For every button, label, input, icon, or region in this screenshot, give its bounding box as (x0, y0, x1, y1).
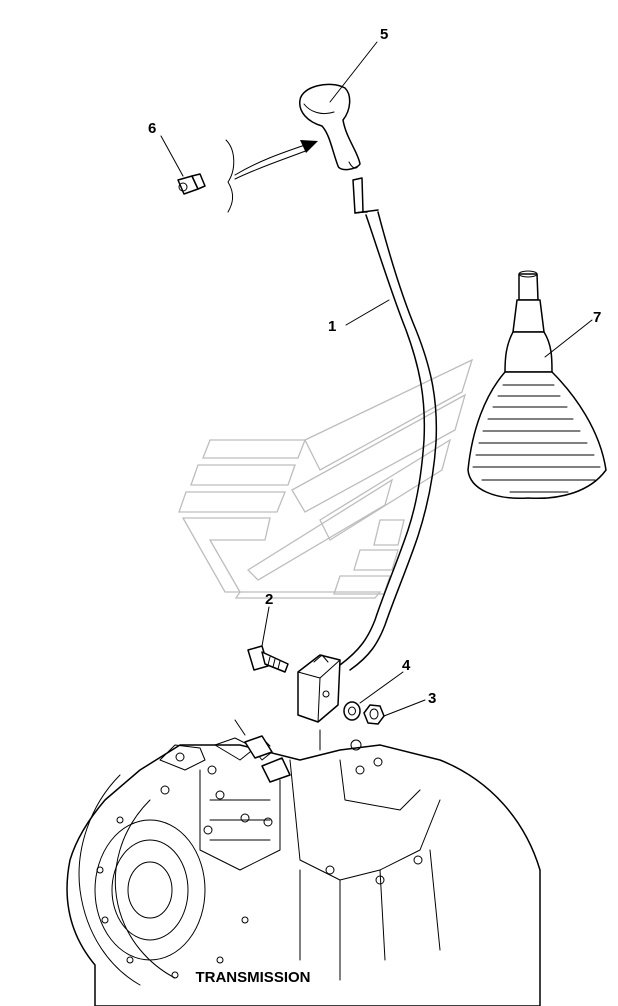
leader-lines (160, 41, 593, 717)
lever-bracket (297, 654, 341, 723)
part-4-washer (343, 701, 361, 721)
part-6-bulb (177, 139, 318, 213)
callout-2: 2 (265, 591, 273, 608)
part-1-gear-lever (339, 177, 438, 671)
callout-6: 6 (148, 120, 156, 137)
transmission-housing (66, 719, 541, 1006)
watermark-logo (178, 358, 474, 599)
part-2-bolt (247, 645, 289, 673)
callout-7: 7 (593, 309, 601, 326)
caption-transmission: TRANSMISSION (195, 969, 310, 986)
callout-5: 5 (380, 26, 388, 43)
part-5-shift-knob (299, 83, 361, 171)
part-7-boot (467, 270, 607, 500)
callout-4: 4 (402, 657, 411, 674)
callout-3: 3 (428, 690, 436, 707)
part-3-nut (363, 704, 385, 725)
callout-1: 1 (328, 318, 336, 335)
